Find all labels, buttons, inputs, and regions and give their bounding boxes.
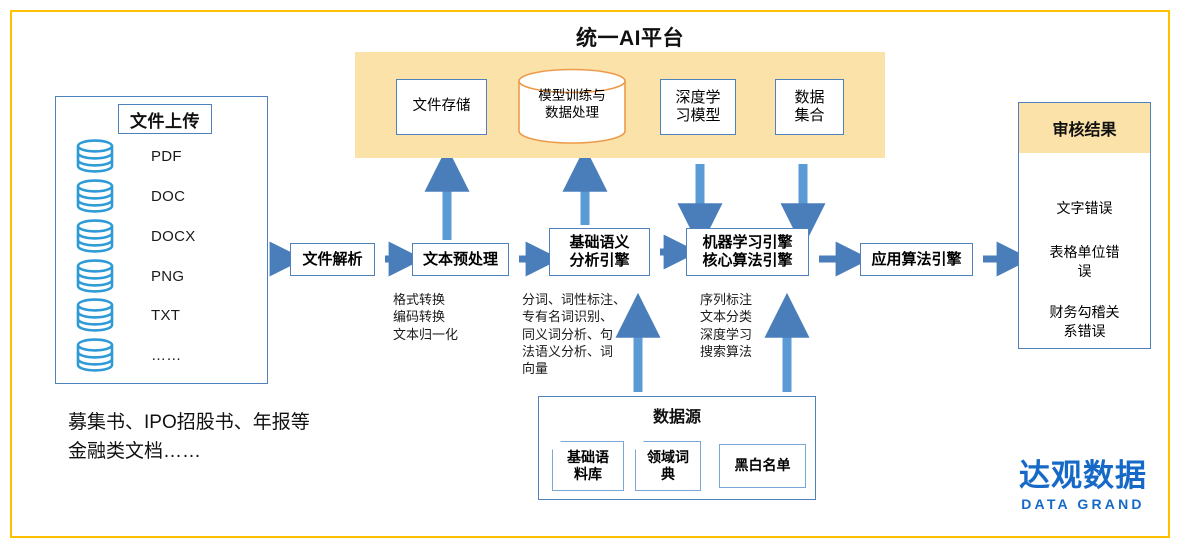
pipeline-step-text-preprocess[interactable]: 文本预处理 [412,243,509,276]
caption-text-preprocess: 格式转换 编码转换 文本归一化 [393,292,459,342]
database-cylinder-icon [76,219,114,253]
ai-stage-label: 模型训练与 数据处理 [538,88,606,120]
file-upload-title: 文件上传 [118,104,212,134]
cylinder-shape [518,68,626,144]
logo-chinese-text: 达观数据 [1019,458,1147,493]
brand-logo: 达观数据 DATA GRAND [1003,458,1163,512]
audit-item-financial-reconciliation-error: 财务勾稽关 系错误 [1049,304,1120,339]
list-item-label: PDF [151,147,182,165]
caption-ml-engine: 序列标注 文本分类 深度学习 搜索算法 [700,292,753,359]
ai-stage-dataset[interactable]: 数据 集合 [775,79,844,135]
database-cylinder-icon [76,139,114,173]
database-cylinder-icon [76,179,114,213]
data-source-item-domain-dictionary[interactable]: 领域词 典 [635,441,701,491]
list-item-label: …… [151,346,182,364]
caption-semantic-engine: 分词、词性标注、 专有名词识别、 同义词分析、句 法语义分析、词 向量 [522,292,627,377]
pipeline-step-file-parse[interactable]: 文件解析 [290,243,375,276]
database-cylinder-icon [76,338,114,372]
ai-stage-deep-learning-model[interactable]: 深度学 习模型 [660,79,736,135]
list-item[interactable]: PNG [75,259,184,293]
ai-platform-title: 统一AI平台 [576,27,684,50]
pipeline-step-application-engine[interactable]: 应用算法引擎 [860,243,973,276]
list-item[interactable]: PDF [75,139,182,173]
documents-caption: 募集书、IPO招股书、年报等 金融类文档…… [68,412,310,462]
database-cylinder-icon [76,259,114,293]
list-item-label: DOCX [151,227,196,245]
database-cylinder-icon [76,298,114,332]
audit-item-text-error: 文字错误 [1056,200,1113,216]
list-item[interactable]: TXT [75,298,180,332]
list-item[interactable]: DOC [75,179,185,213]
list-item-label: TXT [151,306,181,324]
pipeline-step-semantic-engine[interactable]: 基础语义 分析引擎 [549,228,650,276]
ai-stage-file-storage[interactable]: 文件存储 [396,79,487,135]
audit-results-title: 审核结果 [1019,103,1150,153]
page-border [10,10,1170,538]
file-upload-panel [55,96,268,384]
logo-english-text: DATA GRAND [1021,495,1145,512]
list-item-label: PNG [151,267,185,285]
audit-item-table-unit-error: 表格单位错 误 [1049,244,1120,279]
data-source-item-blacklist-whitelist[interactable]: 黑白名单 [719,444,806,488]
data-source-item-corpus[interactable]: 基础语 料库 [552,441,624,491]
ai-stage-model-training[interactable]: 模型训练与 数据处理 [516,68,628,144]
list-item[interactable]: DOCX [75,219,196,253]
list-item[interactable]: …… [75,338,182,372]
pipeline-step-ml-engine[interactable]: 机器学习引擎 核心算法引擎 [686,228,809,276]
list-item-label: DOC [151,187,186,205]
data-source-title: 数据源 [652,409,701,426]
